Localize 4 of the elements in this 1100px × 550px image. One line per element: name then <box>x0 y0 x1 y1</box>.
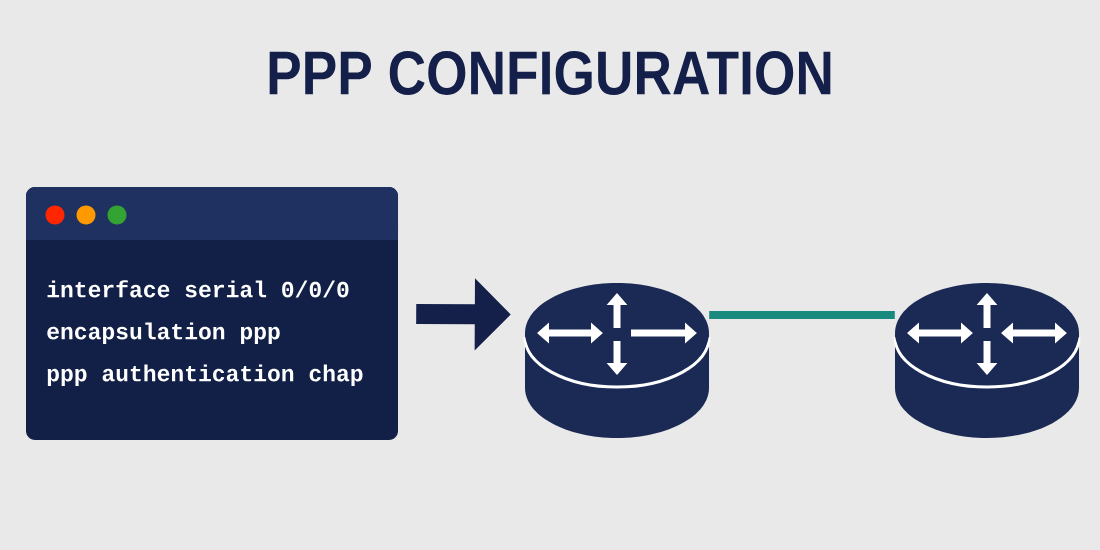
router-icon <box>893 283 1081 438</box>
title: PPP CONFIGURATION <box>269 51 831 95</box>
router-icon <box>523 283 711 438</box>
terminal-window: interface serial 0/0/0 encapsulation ppp ppp authentication chap <box>26 187 398 440</box>
